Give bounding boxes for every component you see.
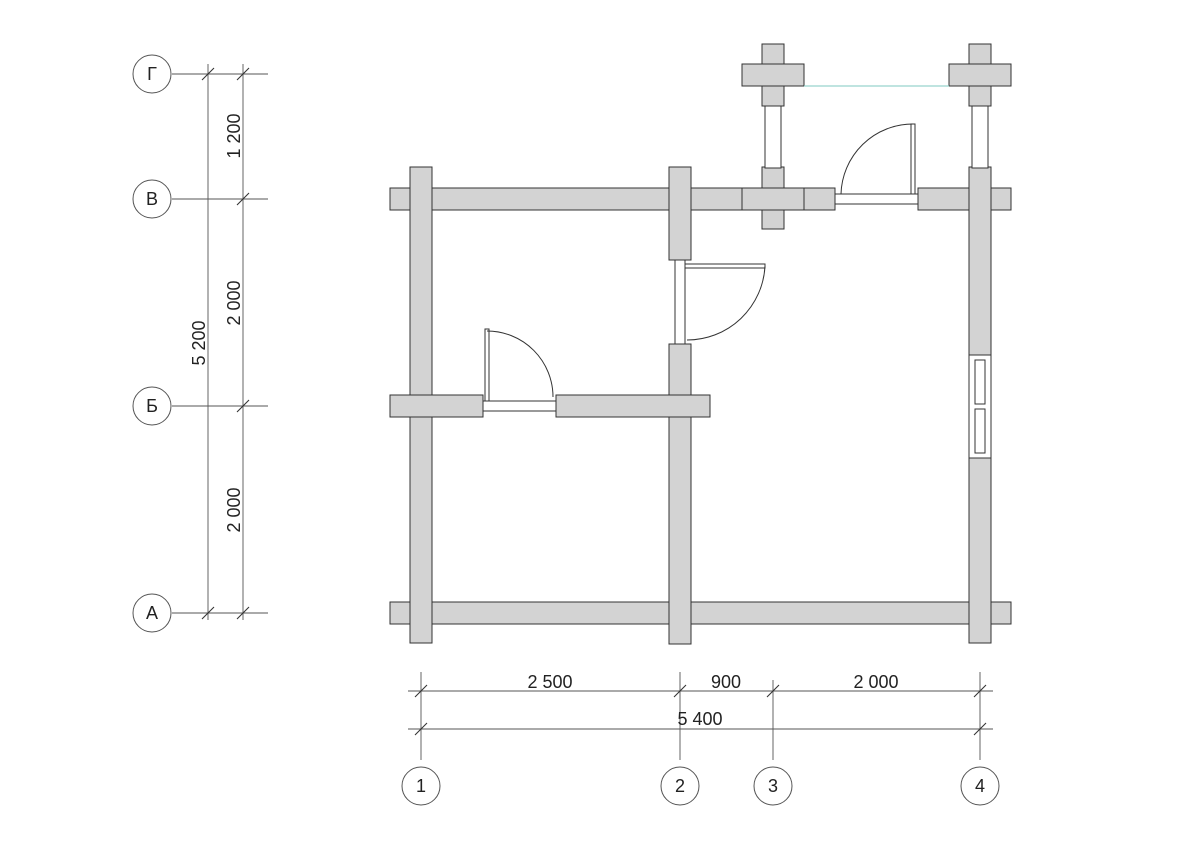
row-axes: Г В Б А	[132, 54, 172, 633]
axis-label-g: Г	[147, 64, 157, 84]
window-pane-lower	[974, 408, 986, 454]
partition-door-threshold	[482, 400, 557, 412]
partition-door-leaf	[484, 328, 490, 402]
wall-middle-upper	[668, 166, 692, 261]
entrance-door-threshold	[834, 193, 919, 205]
axis-marker-2	[660, 766, 700, 806]
axis-label-4: 4	[975, 776, 985, 796]
vertical-dimensions: 1 200 2 000 2 000 5 200	[172, 64, 268, 620]
dim-v-3: 1 200	[224, 113, 244, 158]
dim-h-3: 2 000	[853, 672, 898, 692]
dim-v-1: 2 000	[224, 487, 244, 532]
middle-door-swing	[686, 265, 766, 341]
wall-top-right	[917, 187, 1012, 211]
horizontal-dimensions: 2 500 900 2 000 5 400	[408, 672, 993, 760]
middle-door-threshold	[674, 259, 686, 345]
doors	[482, 123, 919, 412]
axis-marker-a	[132, 593, 172, 633]
window-right	[968, 354, 992, 459]
axis-label-b: Б	[146, 396, 158, 416]
wall-right-lower	[968, 457, 992, 644]
axis-label-1: 1	[416, 776, 426, 796]
axis-marker-1	[401, 766, 441, 806]
axis-marker-v	[132, 179, 172, 219]
wall-partition-left	[389, 394, 484, 418]
window-pane-upper	[974, 359, 986, 405]
porch-glass-right	[971, 105, 989, 169]
axis-label-3: 3	[768, 776, 778, 796]
axis-marker-b	[132, 386, 172, 426]
porch-glass-left	[764, 105, 782, 169]
porch-post-4-top-h	[948, 63, 1012, 87]
porch-post-3-top-h	[741, 63, 805, 87]
dim-h-2: 900	[711, 672, 741, 692]
axis-label-a: А	[146, 603, 158, 623]
walls	[389, 43, 1012, 645]
column-axes: 1 2 3 4	[401, 766, 1000, 806]
dim-h-1: 2 500	[527, 672, 572, 692]
partition-door-swing	[486, 330, 554, 398]
axis-label-v: В	[146, 189, 158, 209]
axis-marker-3	[753, 766, 793, 806]
wall-bottom	[389, 601, 1012, 625]
porch-cross-3-lower	[741, 187, 805, 211]
wall-right-upper	[968, 166, 992, 356]
wall-middle-lower	[668, 343, 692, 645]
axis-marker-g	[132, 54, 172, 94]
dim-v-2: 2 000	[224, 280, 244, 325]
wall-partition-right	[555, 394, 711, 418]
entrance-door-swing	[840, 123, 914, 195]
entrance-door-leaf	[910, 123, 916, 195]
middle-door-leaf	[684, 263, 766, 269]
dim-h-total: 5 400	[677, 709, 722, 729]
dim-v-total: 5 200	[189, 320, 209, 365]
axis-marker-4	[960, 766, 1000, 806]
axis-label-2: 2	[675, 776, 685, 796]
